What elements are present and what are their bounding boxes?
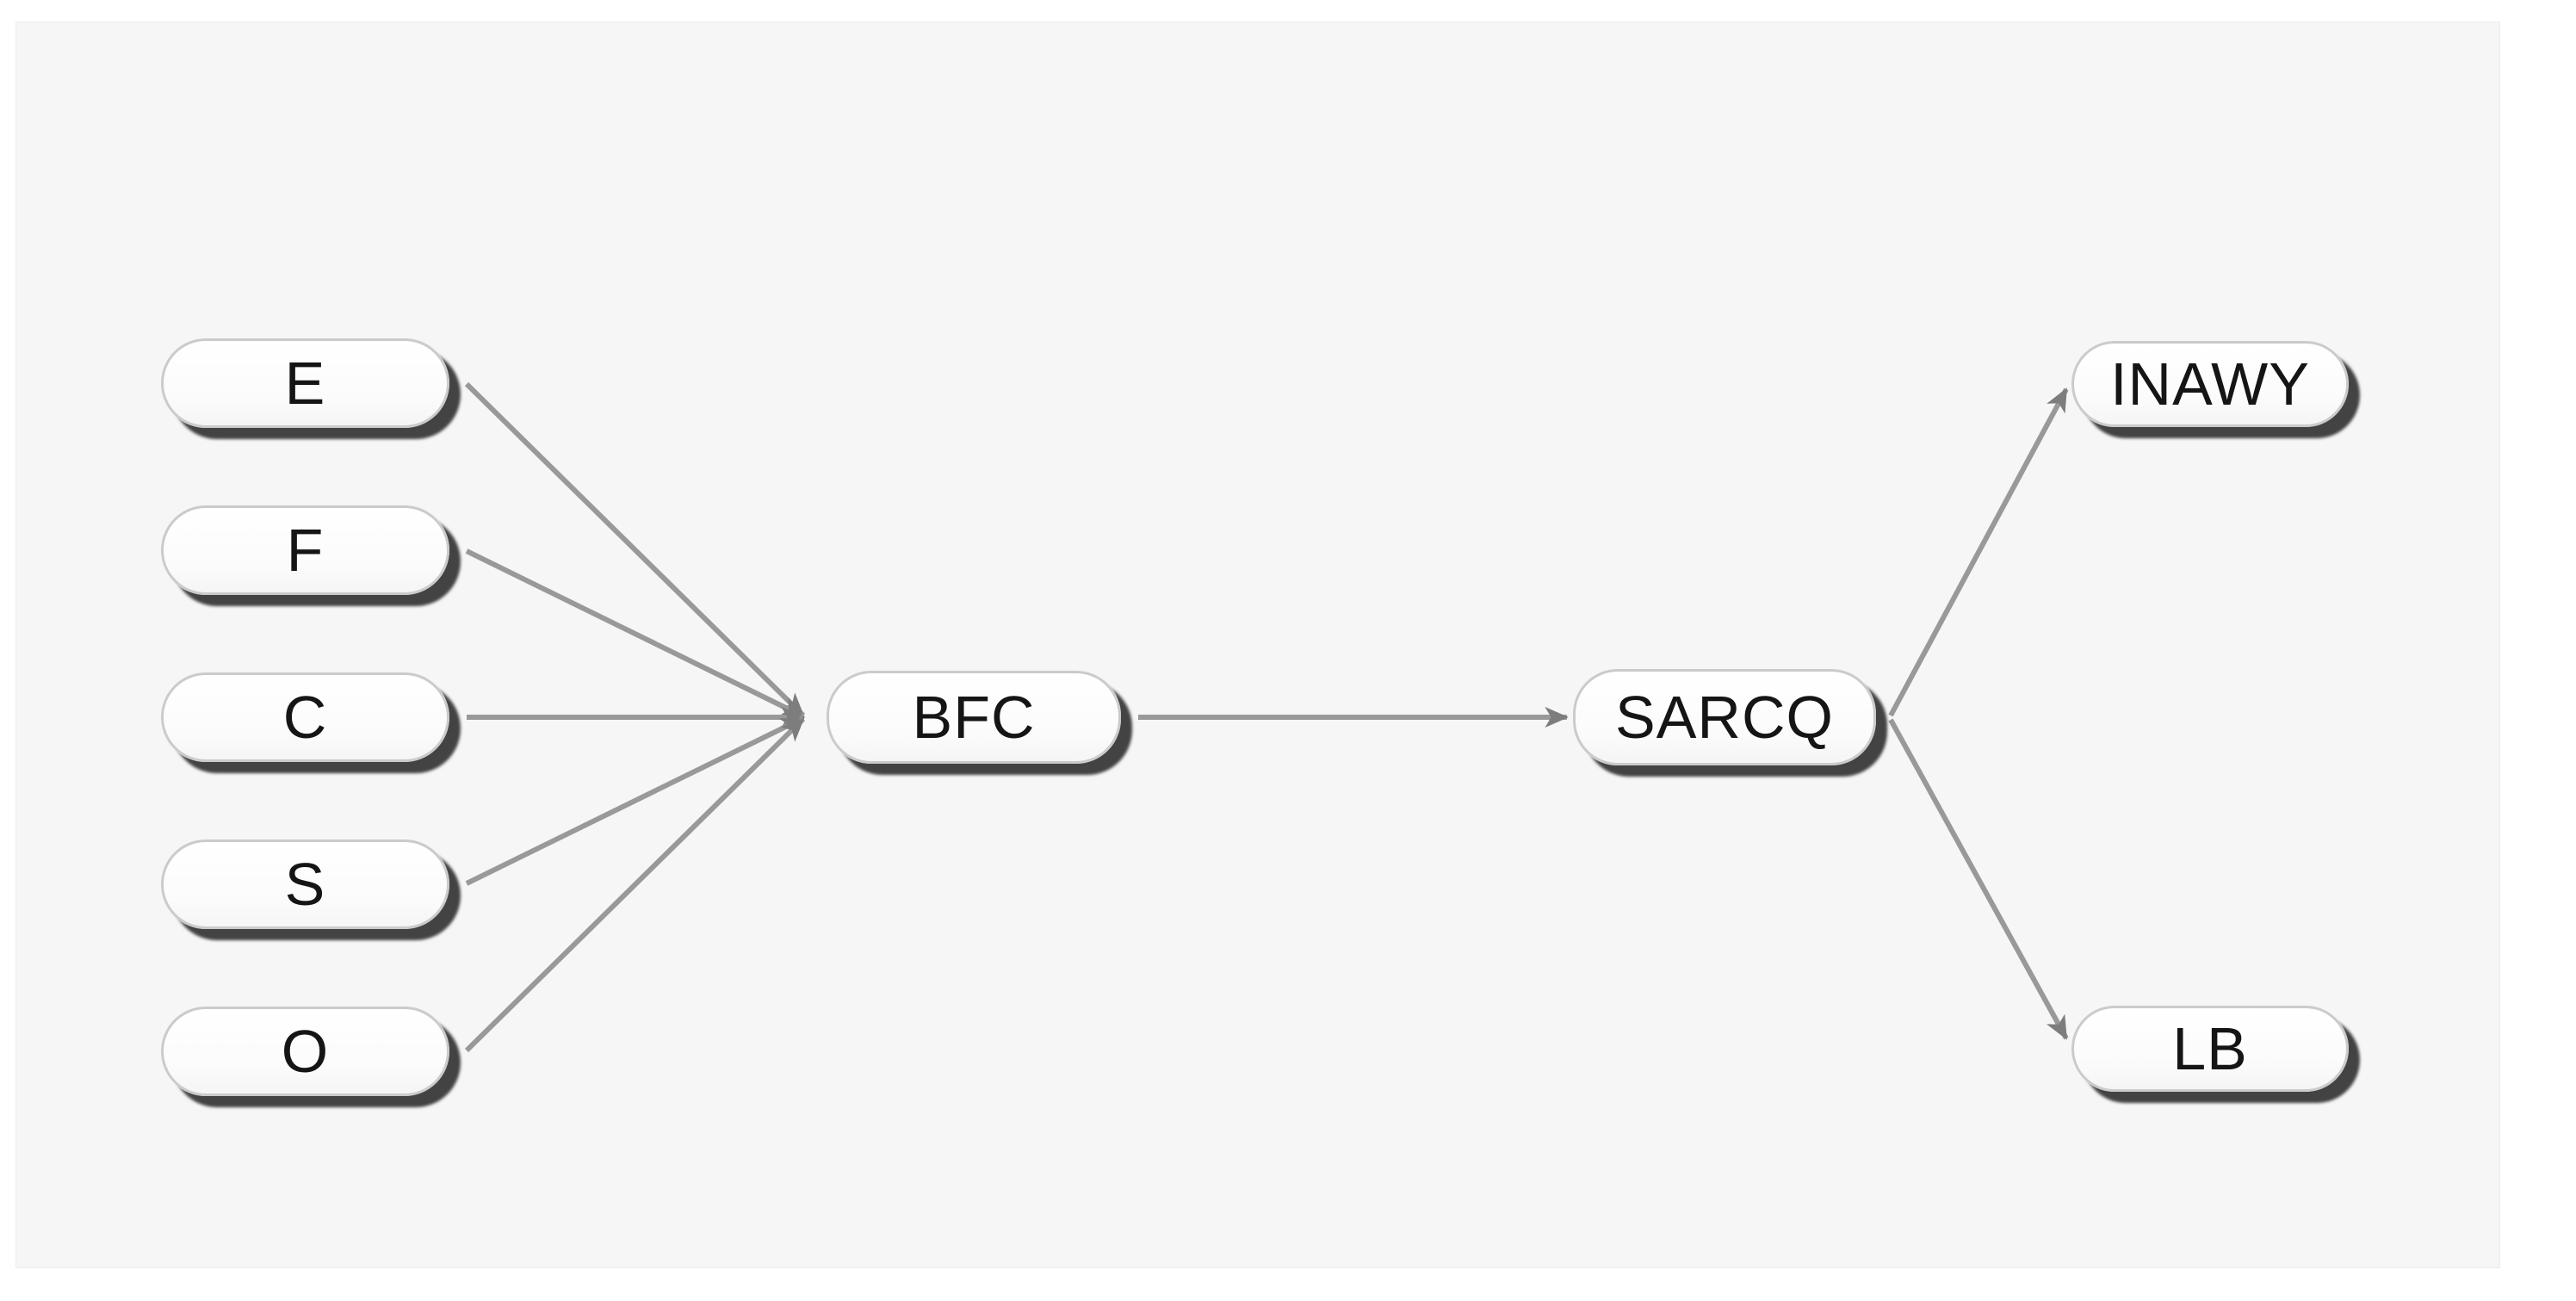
node-e: E: [161, 338, 449, 428]
node-sarcq-label: SARCQ: [1615, 684, 1834, 751]
node-o-label: O: [281, 1018, 330, 1085]
node-o: O: [161, 1007, 449, 1096]
node-sarcq: SARCQ: [1573, 669, 1876, 765]
node-inawy: INAWY: [2071, 341, 2349, 427]
node-c-label: C: [282, 684, 328, 751]
node-c: C: [161, 672, 449, 762]
node-s-label: S: [284, 851, 326, 918]
node-s: S: [161, 839, 449, 929]
node-lb-label: LB: [2172, 1015, 2248, 1082]
node-f: F: [161, 505, 449, 595]
node-bfc: BFC: [827, 671, 1121, 764]
node-e-label: E: [284, 350, 326, 417]
node-lb: LB: [2071, 1006, 2349, 1092]
node-inawy-label: INAWY: [2110, 350, 2310, 418]
node-bfc-label: BFC: [912, 684, 1036, 751]
node-f-label: F: [286, 517, 325, 584]
